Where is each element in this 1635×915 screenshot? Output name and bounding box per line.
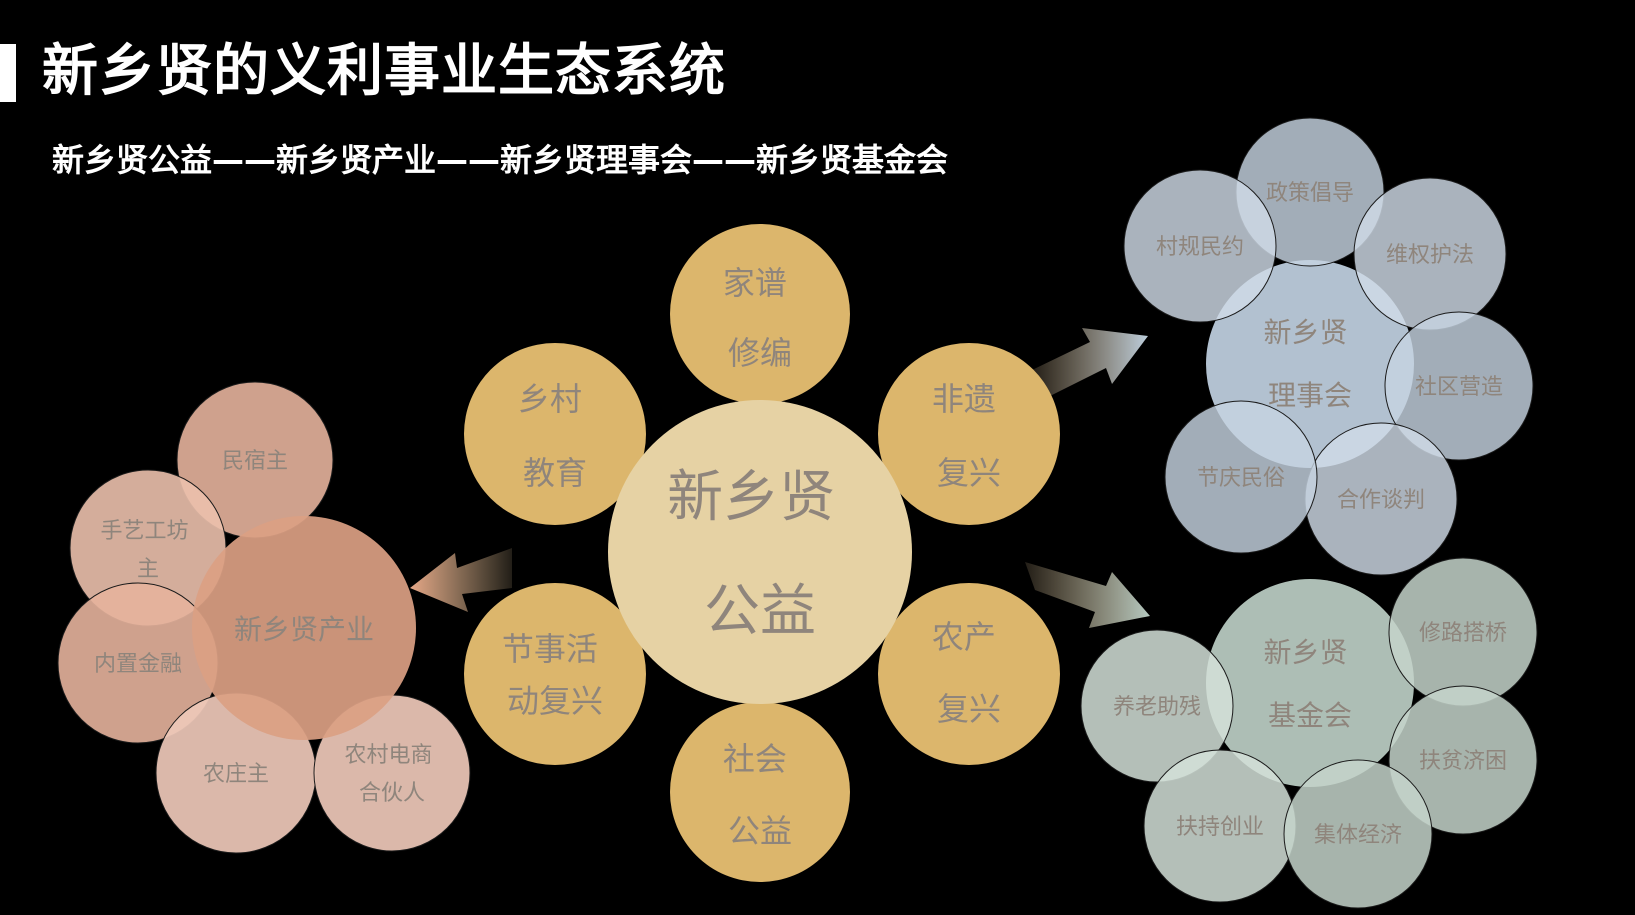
petal-circle (670, 224, 850, 404)
foundation-hub-label: 新乡贤 基金会 (1264, 636, 1357, 732)
council-label-rights: 维权护法 (1386, 243, 1474, 268)
industry-label-ecommerce: 农村电商 合伙人 (344, 743, 439, 806)
title-accent-bar (0, 44, 16, 102)
council-label-community: 社区营造 (1415, 375, 1503, 400)
foundation-label-collective: 集体经济 (1314, 823, 1402, 848)
foundation-cluster: 新乡贤 基金会 养老助残 修路搭桥 扶贫济困 集体经济 扶持创业 (1080, 557, 1538, 909)
petal-label-social-welfare: 社会 公益 (723, 740, 797, 850)
page-title: 新乡贤的义利事业生态系统 (42, 39, 726, 104)
hub-circle (192, 516, 416, 740)
petal-label-festival: 节事活 动复兴 (502, 630, 608, 720)
satellite-circle (1384, 311, 1534, 461)
satellite-circle (1123, 169, 1277, 323)
page-subtitle: 新乡贤公益——新乡贤产业——新乡贤理事会——新乡贤基金会 (52, 141, 949, 179)
petal-label-genealogy: 家谱 修编 (723, 264, 797, 372)
petal-label-rural-education: 乡村 教育 (518, 380, 592, 492)
foundation-label-poverty: 扶贫济困 (1419, 749, 1507, 774)
arrow-to-council (1032, 328, 1148, 398)
council-cluster: 新乡贤 理事会 村规民约 政策倡导 维权护法 社区营造 合作谈判 节庆民俗 (1123, 117, 1534, 576)
industry-label-finance: 内置金融 (94, 652, 182, 677)
center-label-line-1: 新乡贤 (667, 465, 835, 530)
council-label-negotiation: 合作谈判 (1337, 488, 1425, 513)
petal-circle (464, 583, 646, 765)
council-label-festival-custom: 节庆民俗 (1197, 466, 1285, 491)
petal-circle (878, 343, 1060, 525)
arrow-to-industry (410, 548, 512, 612)
satellite-circle (1164, 400, 1318, 554)
petal-circle (464, 343, 646, 525)
petal-label-heritage: 非遗 复兴 (932, 380, 1006, 492)
industry-cluster: 新乡贤产业 民宿主 手艺工坊 主 内置金融 农庄主 农村电商 合伙人 (57, 381, 471, 854)
industry-hub-label: 新乡贤产业 (234, 613, 374, 646)
foundation-label-elderly: 养老助残 (1113, 695, 1201, 720)
center-circle (608, 400, 912, 704)
satellite-circle (1080, 629, 1234, 783)
foundation-label-startup: 扶持创业 (1176, 815, 1264, 840)
council-label-policy: 政策倡导 (1266, 181, 1354, 206)
public-welfare-cluster: 新乡贤 公益 家谱 修编 乡村 教育 非遗 复兴 节事活 动复兴 农产 复兴 社… (464, 224, 1060, 882)
council-label-village-rules: 村规民约 (1156, 235, 1244, 260)
foundation-label-roads: 修路搭桥 (1419, 621, 1507, 646)
petal-circle (670, 702, 850, 882)
hub-circle (1206, 579, 1414, 787)
satellite-circle (1283, 759, 1433, 909)
satellite-circle (1388, 685, 1538, 835)
industry-label-farm: 农庄主 (203, 762, 269, 787)
industry-label-craft: 手艺工坊 主 (100, 519, 195, 582)
council-hub-label: 新乡贤 理事会 (1264, 316, 1357, 412)
center-label-line-2: 公益 (704, 579, 816, 644)
petal-circle (878, 583, 1060, 765)
center-label: 新乡贤 公益 (667, 465, 853, 644)
arrow-to-foundation (1025, 562, 1150, 628)
petal-label-agriculture: 农产 复兴 (932, 618, 1006, 728)
industry-label-homestay: 民宿主 (222, 449, 288, 474)
